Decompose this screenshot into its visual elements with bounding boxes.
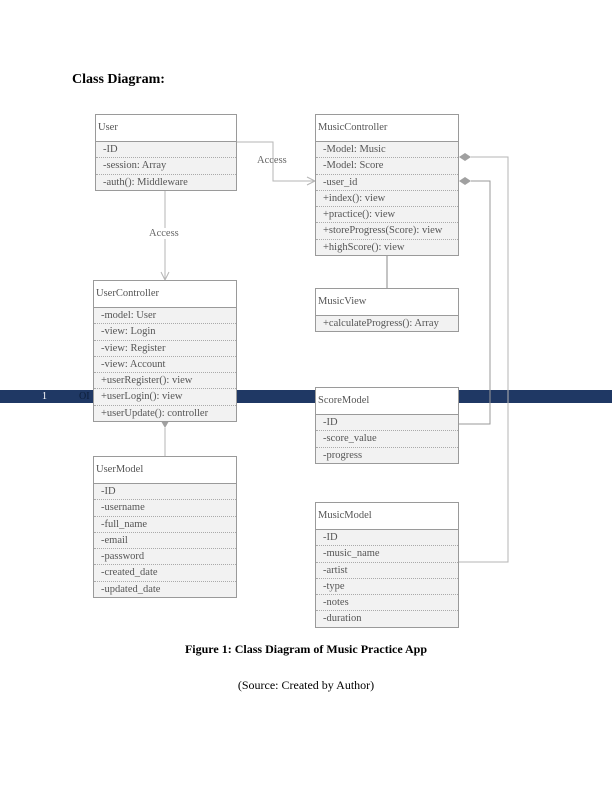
composition-diamond-icon bbox=[459, 177, 471, 185]
class-name: User bbox=[96, 115, 236, 142]
class-member: -username bbox=[94, 500, 236, 517]
class-score-model: ScoreModel -ID -score_value -progress bbox=[315, 387, 459, 464]
class-member: -ID bbox=[94, 484, 236, 501]
class-member: +calculateProgress(): Array bbox=[316, 316, 458, 332]
class-member: -user_id bbox=[316, 174, 458, 191]
class-member: -ID bbox=[316, 530, 458, 547]
class-music-model: MusicModel -ID -music_name -artist -type… bbox=[315, 502, 459, 628]
header-text: OI bbox=[79, 391, 90, 402]
class-member: -artist bbox=[316, 562, 458, 579]
class-member: +storeProgress(Score): view bbox=[316, 223, 458, 240]
class-name: MusicModel bbox=[316, 503, 458, 530]
class-member: -session: Array bbox=[96, 158, 236, 175]
class-member: +userUpdate(): controller bbox=[94, 405, 236, 422]
class-member: +userRegister(): view bbox=[94, 373, 236, 390]
class-member: -auth(): Middleware bbox=[96, 174, 236, 190]
relation-label: Access bbox=[149, 228, 179, 239]
class-member: -view: Account bbox=[94, 356, 236, 374]
class-member: -notes bbox=[316, 595, 458, 612]
class-member: -Model: Score bbox=[316, 158, 458, 175]
class-member: -music_name bbox=[316, 546, 458, 563]
class-member: -score_value bbox=[316, 431, 458, 448]
class-name: UserModel bbox=[94, 457, 236, 484]
class-member: -email bbox=[94, 532, 236, 550]
class-member: -view: Login bbox=[94, 324, 236, 341]
class-member: -view: Register bbox=[94, 340, 236, 357]
class-member: -full_name bbox=[94, 516, 236, 533]
class-member: -duration bbox=[316, 611, 458, 627]
class-user-controller: UserController -model: User -view: Login… bbox=[93, 280, 237, 423]
class-member: -type bbox=[316, 578, 458, 596]
class-member: -ID bbox=[96, 142, 236, 159]
musiccontroller-to-scoremodel-line bbox=[459, 180, 491, 425]
class-member: +highScore(): view bbox=[316, 239, 458, 256]
figure-caption: Figure 1: Class Diagram of Music Practic… bbox=[184, 642, 428, 656]
relation-label: Access bbox=[257, 155, 287, 166]
class-member: -ID bbox=[316, 415, 458, 432]
class-member: -progress bbox=[316, 447, 458, 463]
class-name: MusicController bbox=[316, 115, 458, 142]
class-name: UserController bbox=[94, 281, 236, 308]
class-member: +index(): view bbox=[316, 190, 458, 208]
class-member: -created_date bbox=[94, 565, 236, 582]
class-name: ScoreModel bbox=[316, 388, 458, 415]
class-music-view: MusicView +calculateProgress(): Array bbox=[315, 288, 459, 333]
composition-diamond-icon bbox=[459, 153, 471, 161]
musiccontroller-to-musicmodel-line bbox=[459, 156, 509, 563]
user-to-musiccontroller-line bbox=[237, 141, 315, 182]
class-member: -updated_date bbox=[94, 581, 236, 598]
class-name: MusicView bbox=[316, 289, 458, 316]
class-member: -password bbox=[94, 549, 236, 566]
class-member: -model: User bbox=[94, 308, 236, 325]
class-user: User -ID -session: Array -auth(): Middle… bbox=[95, 114, 237, 191]
class-music-controller: MusicController -Model: Music -Model: Sc… bbox=[315, 114, 459, 257]
page-number: 1 bbox=[42, 391, 47, 402]
class-member: -Model: Music bbox=[316, 142, 458, 159]
figure-source: (Source: Created by Author) bbox=[237, 678, 375, 692]
section-heading: Class Diagram: bbox=[72, 72, 165, 87]
class-member: +practice(): view bbox=[316, 207, 458, 224]
class-member: +userLogin(): view bbox=[94, 389, 236, 406]
class-user-model: UserModel -ID -username -full_name -emai… bbox=[93, 456, 237, 599]
